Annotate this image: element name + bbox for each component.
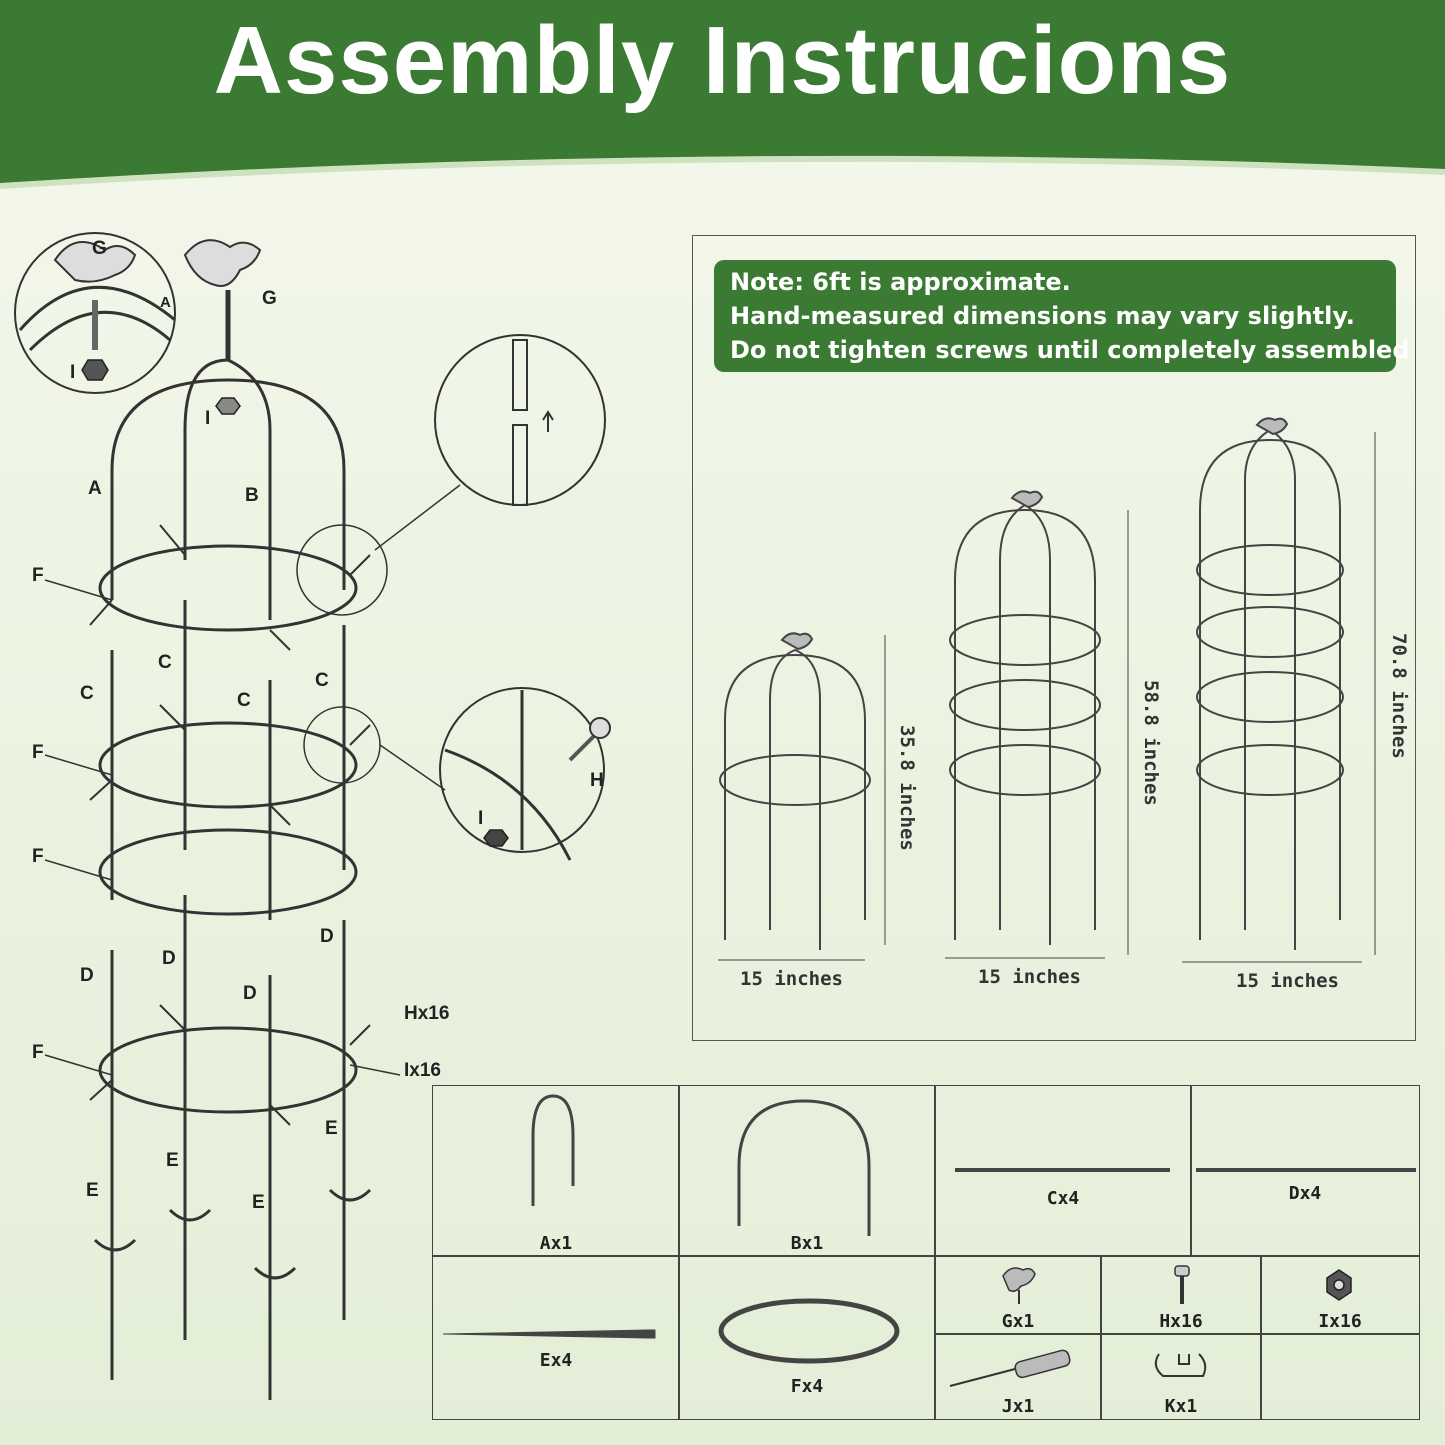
label-i1: I <box>70 362 76 383</box>
label-d2: D <box>80 965 94 986</box>
part-cell-c: Cx4 <box>934 1085 1192 1257</box>
part-cell-i: Ix16 <box>1260 1255 1420 1335</box>
label-a-small: A <box>160 294 171 311</box>
label-c3: C <box>237 690 251 711</box>
exploded-assembly-diagram <box>14 232 611 1400</box>
label-g1: G <box>92 238 107 259</box>
part-label-f: Fx4 <box>790 1376 824 1397</box>
label-f2: F <box>32 742 44 763</box>
label-e1: E <box>325 1118 338 1139</box>
label-h-count: Hx16 <box>404 1003 450 1024</box>
part-label-c: Cx4 <box>1046 1188 1080 1209</box>
part-cell-k: Kx1 <box>1100 1333 1262 1420</box>
label-c2: C <box>80 683 94 704</box>
label-e2: E <box>166 1150 179 1171</box>
part-label-d: Dx4 <box>1288 1183 1322 1204</box>
large-trellis <box>1182 417 1376 963</box>
bird-icon <box>53 241 137 283</box>
label-i2: I <box>205 408 211 429</box>
bird-detail-circle <box>14 232 176 394</box>
ring-f-icon <box>718 1298 900 1364</box>
part-cell-e: Ex4 <box>432 1255 680 1420</box>
bird-finial-icon <box>183 239 262 287</box>
wrench-k-icon <box>1154 1353 1207 1377</box>
arch-b-icon <box>737 1099 871 1236</box>
screwdriver-j-icon <box>949 1349 1071 1387</box>
note-box: Note: 6ft is approximate. Hand-measured … <box>714 260 1410 372</box>
note-line-2: Hand-measured dimensions may vary slight… <box>730 302 1355 330</box>
label-i-detail: I <box>478 808 484 829</box>
part-label-h: Hx16 <box>1159 1311 1203 1332</box>
dimensions-panel <box>692 235 1416 1041</box>
part-cell-g: Gx1 <box>934 1255 1102 1335</box>
label-f4: F <box>32 1042 44 1063</box>
label-b: B <box>245 485 259 506</box>
part-label-a: Ax1 <box>539 1233 573 1254</box>
medium-trellis <box>945 490 1129 959</box>
note-line-3: Do not tighten screws until completely a… <box>730 336 1410 364</box>
large-height-label: 70.8 inches <box>1388 633 1410 759</box>
stake-e-icon <box>442 1329 656 1339</box>
label-d4: D <box>243 983 257 1004</box>
large-width-label: 15 inches <box>1236 970 1339 992</box>
part-label-b: Bx1 <box>790 1233 824 1254</box>
small-trellis <box>718 632 886 961</box>
part-label-g: Gx1 <box>1001 1311 1035 1332</box>
label-c4: C <box>315 670 329 691</box>
small-height-label: 35.8 inches <box>896 725 918 851</box>
label-f1: F <box>32 565 44 586</box>
label-d3: D <box>162 948 176 969</box>
nut-i-icon <box>1326 1269 1352 1301</box>
screw-h-icon <box>1174 1265 1190 1304</box>
small-width-label: 15 inches <box>740 968 843 990</box>
medium-height-label: 58.8 inches <box>1140 680 1162 806</box>
parts-table: Ax1 Bx1 Cx4 Dx4 Ex4 Fx4 Gx1 <box>432 1085 1420 1420</box>
header-band: Assembly Instrucions <box>0 0 1445 200</box>
label-g2: G <box>262 288 277 309</box>
part-cell-h: Hx16 <box>1100 1255 1262 1335</box>
part-cell-a: Ax1 <box>432 1085 680 1257</box>
part-cell-b: Bx1 <box>678 1085 936 1257</box>
label-c1: C <box>158 652 172 673</box>
part-label-i: Ix16 <box>1318 1311 1362 1332</box>
label-f3: F <box>32 846 44 867</box>
part-label-k: Kx1 <box>1164 1396 1198 1417</box>
label-e3: E <box>86 1180 99 1201</box>
part-label-j: Jx1 <box>1001 1396 1035 1417</box>
note-line-1: Note: 6ft is approximate. <box>730 268 1071 296</box>
arch-a-icon <box>531 1094 575 1206</box>
rod-d-icon <box>1196 1168 1416 1172</box>
medium-width-label: 15 inches <box>978 966 1081 988</box>
label-h-detail: H <box>590 770 604 791</box>
rod-c-icon <box>955 1168 1170 1172</box>
part-cell-j: Jx1 <box>934 1333 1102 1420</box>
label-d1: D <box>320 926 334 947</box>
part-cell-empty <box>1260 1333 1420 1420</box>
part-label-e: Ex4 <box>539 1350 573 1371</box>
label-i-count: Ix16 <box>404 1060 441 1081</box>
part-cell-f: Fx4 <box>678 1255 936 1420</box>
label-a: A <box>88 478 102 499</box>
page-title: Assembly Instrucions <box>213 7 1232 114</box>
label-e4: E <box>252 1192 265 1213</box>
header-background <box>0 0 1445 189</box>
part-cell-d: Dx4 <box>1190 1085 1420 1257</box>
bird-g-icon <box>1002 1267 1036 1304</box>
